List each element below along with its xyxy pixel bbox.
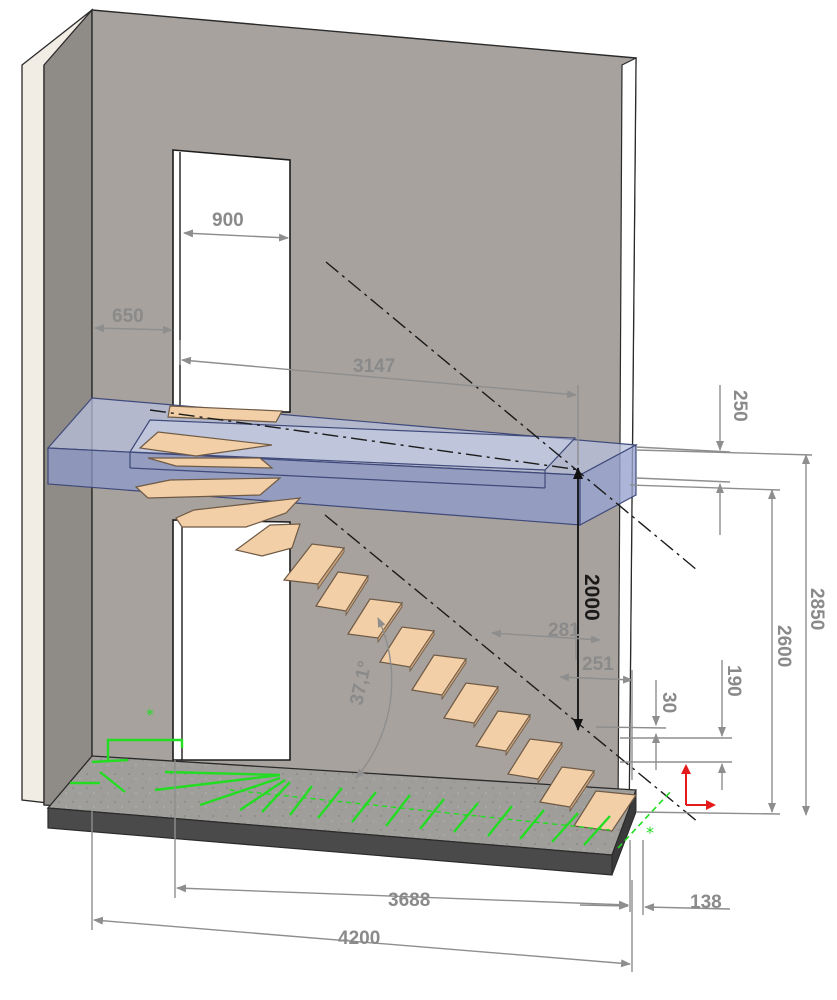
lower-door-opening: [172, 519, 291, 761]
dim-4200-label: 4200: [338, 928, 380, 949]
dimension-30: 30: [595, 680, 679, 770]
dim-281-label: 281: [548, 620, 580, 641]
dimension-4200: 4200: [91, 810, 633, 972]
dimension-190: 190: [620, 660, 744, 790]
upper-door-opening: [172, 149, 291, 413]
dim-2000-label: 2000: [580, 574, 603, 621]
dim-3688-label: 3688: [388, 890, 430, 911]
coordinate-triad: [681, 764, 716, 810]
dim-250-label: 250: [729, 390, 750, 422]
dim-2850-label: 2850: [806, 588, 827, 630]
dim-900-label: 900: [212, 210, 244, 231]
dim-2600-label: 2600: [773, 625, 794, 667]
dimension-900: 900: [183, 210, 289, 242]
dimension-3688: 3688: [174, 760, 631, 912]
dim-3147-label: 3147: [353, 356, 395, 377]
dimension-2000: 2000: [573, 467, 603, 731]
dim-251-label: 251: [582, 654, 614, 675]
floor-slab: [46, 755, 637, 876]
svg-text:*: *: [646, 823, 654, 842]
stair-treads: [134, 405, 638, 832]
dimension-250: 250: [635, 385, 750, 535]
dimension-2850: 2850: [635, 449, 827, 816]
dimension-281: 281: [491, 620, 601, 660]
dimension-650: 650: [94, 306, 173, 334]
dim-138-label: 138: [690, 892, 722, 913]
dimension-angle: 37,1°: [346, 617, 393, 779]
dim-650-label: 650: [112, 306, 144, 327]
floor-sketch: * *: [70, 705, 673, 849]
dimension-2600: 2600: [629, 484, 794, 815]
dim-30-label: 30: [658, 692, 679, 713]
dimension-138: 138: [579, 840, 731, 915]
dimension-3147: 3147: [179, 340, 579, 465]
dim-190-label: 190: [723, 665, 744, 697]
axis-lines: [149, 261, 699, 823]
svg-text:*: *: [146, 705, 154, 724]
